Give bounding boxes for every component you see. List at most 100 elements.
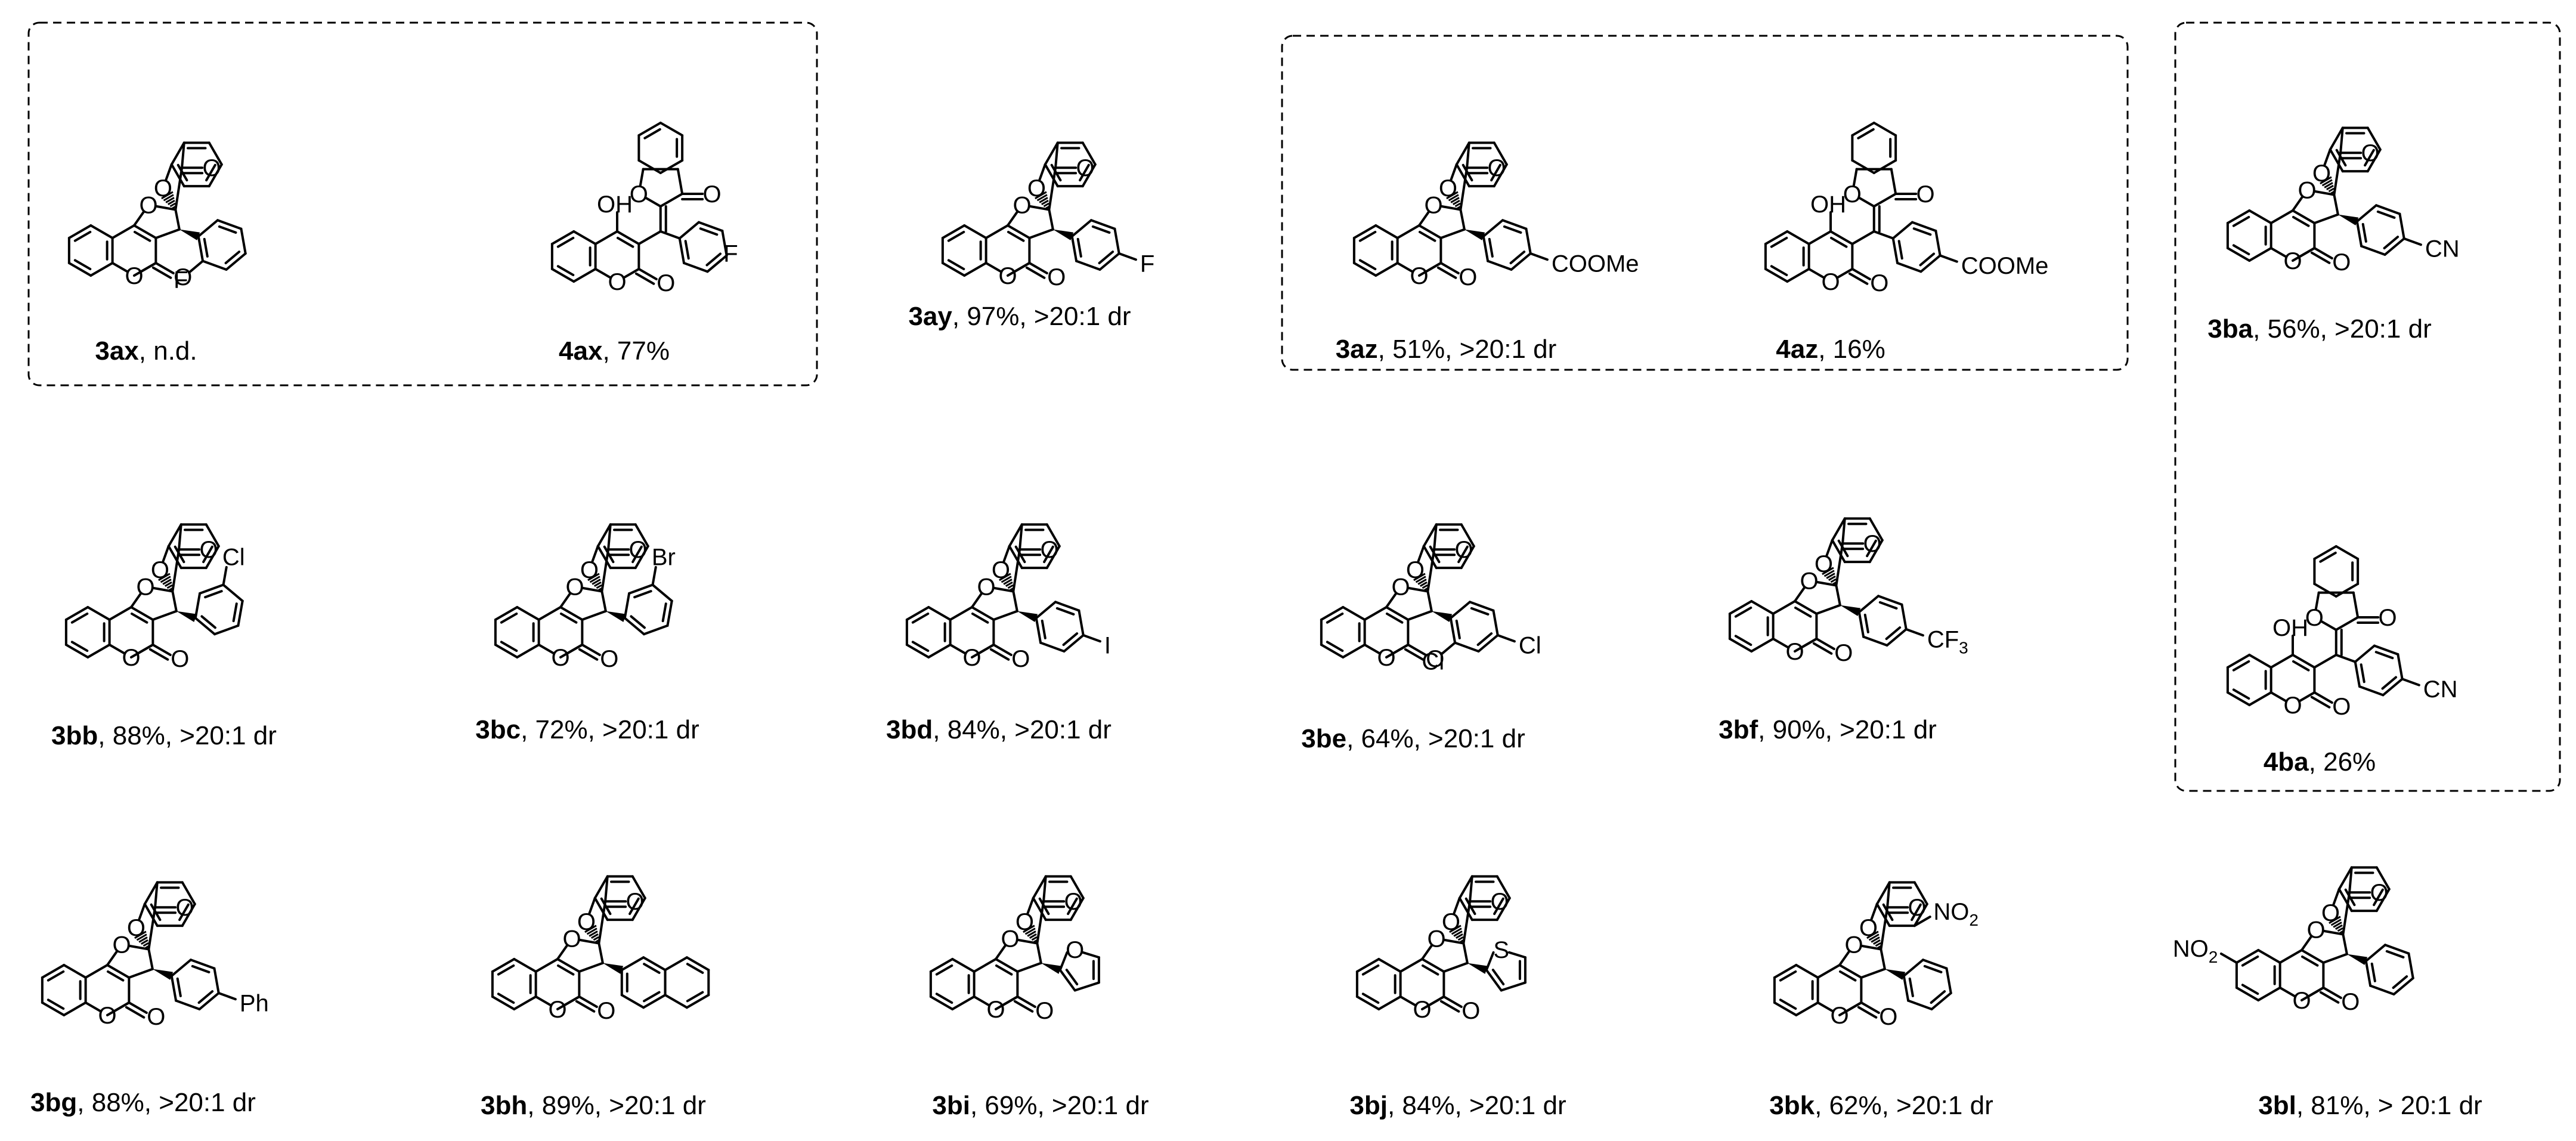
bond — [596, 523, 612, 548]
double-bond — [1358, 230, 1377, 242]
bond — [2334, 545, 2360, 560]
bond — [581, 610, 607, 621]
bond — [1075, 259, 1101, 271]
bond — [1440, 205, 1462, 211]
double-bond — [686, 991, 704, 1003]
double-bond — [1067, 897, 1078, 916]
lactone-carbonyl-oxygen: O — [2332, 694, 2351, 720]
aryl-ring — [623, 583, 673, 636]
bond — [154, 228, 181, 239]
bond — [642, 956, 667, 972]
double-bond — [1490, 163, 1501, 182]
aryl-ring — [197, 219, 247, 271]
bond — [1496, 875, 1511, 899]
double-bond — [2392, 975, 2408, 990]
compound-label-3bj: 3bj, 84%, >20:1 dr — [1349, 1091, 1566, 1120]
dashed-box-3ba-4ba — [2174, 21, 2561, 792]
bond — [631, 896, 646, 922]
para-substituent-ph: Ph — [240, 990, 269, 1016]
bond — [2355, 204, 2377, 223]
bond — [1816, 581, 1838, 587]
compound-id: 3bg — [30, 1088, 77, 1117]
bond — [1872, 121, 1897, 137]
compound-yield: , 77% — [602, 336, 670, 366]
bond — [550, 230, 575, 245]
compound-label-3bl: 3bl, 81%, > 20:1 dr — [2258, 1091, 2482, 1120]
para-substituent-cf3: CF3 — [1927, 626, 1968, 657]
bond — [2323, 930, 2345, 936]
bond — [106, 950, 119, 966]
double-bond — [47, 970, 65, 982]
bond — [1421, 944, 1433, 960]
bond — [1728, 638, 1753, 653]
double-bond — [1812, 642, 1833, 655]
bond — [2278, 987, 2296, 997]
bond — [623, 617, 645, 636]
bond — [1002, 545, 1011, 564]
bond — [1466, 141, 1470, 169]
bond — [1012, 590, 1018, 613]
double-bond — [995, 964, 1013, 976]
bond — [2322, 953, 2348, 964]
bond — [1510, 252, 1532, 271]
bond — [1377, 995, 1402, 1010]
bond — [685, 994, 710, 1009]
bond — [1807, 268, 1825, 279]
double-bond — [148, 648, 169, 661]
bond — [154, 262, 175, 274]
compound-id: 4az — [1776, 335, 1818, 364]
double-bond — [989, 648, 1010, 661]
double-bond — [70, 612, 89, 624]
bond — [588, 896, 596, 916]
para-substituent-coome-bond — [1939, 254, 1958, 263]
bond — [1870, 902, 1878, 922]
bond — [2299, 691, 2316, 702]
lactone-carbonyl-oxygen: O — [1035, 998, 1054, 1024]
bond — [1063, 633, 1085, 653]
bond — [637, 268, 658, 280]
bond — [143, 902, 159, 927]
para-substituent-cn-bond — [2401, 678, 2420, 687]
bond — [2248, 654, 2272, 669]
compound-yield: , 51%, >20:1 dr — [1378, 335, 1557, 364]
bond — [170, 163, 185, 188]
compound-id: 4ax — [559, 336, 603, 366]
bond — [963, 262, 987, 277]
bond — [929, 995, 954, 1010]
double-bond — [1418, 230, 1436, 242]
bond — [240, 227, 247, 255]
stereo-wedge-bond — [1041, 963, 1062, 974]
double-bond — [2301, 955, 2319, 967]
double-bond — [2383, 236, 2399, 250]
bond — [1838, 964, 1863, 979]
bond — [659, 230, 681, 240]
double-bond — [1455, 619, 1461, 639]
aryl-ring — [1891, 221, 1942, 273]
bond — [685, 956, 710, 972]
bond — [637, 230, 662, 245]
compound-id: 3bj — [1349, 1091, 1388, 1120]
bond — [1786, 230, 1810, 245]
double-bond — [1885, 626, 1902, 641]
double-bond — [971, 612, 989, 624]
bond — [637, 121, 662, 137]
bond — [216, 219, 243, 230]
bond — [174, 208, 181, 231]
bond — [1477, 633, 1499, 653]
bond — [41, 964, 66, 979]
ortho-substituent-f: F — [174, 267, 188, 293]
bond — [951, 958, 976, 973]
bond — [1007, 224, 1031, 239]
bond — [1352, 224, 1377, 239]
bond — [513, 995, 537, 1010]
bond — [1355, 958, 1380, 973]
bond — [205, 523, 220, 548]
double-bond — [2232, 244, 2250, 256]
bond — [1868, 539, 1884, 564]
bond — [181, 902, 196, 927]
stereo-hashed-bond — [1449, 924, 1465, 943]
